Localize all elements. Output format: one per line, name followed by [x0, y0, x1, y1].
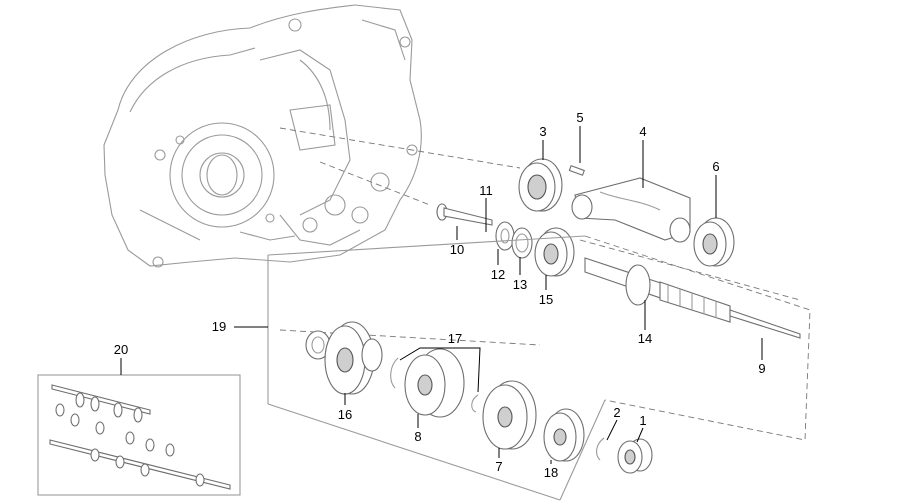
- shaft-14: [584, 257, 801, 339]
- callout-3: 3: [539, 124, 546, 139]
- needle-bearing-1: [617, 438, 653, 474]
- gear-16: [324, 321, 383, 395]
- bolt-10: [436, 203, 493, 226]
- inset-assembly-20: [37, 374, 241, 496]
- callout-12: 12: [491, 267, 505, 282]
- callout-5: 5: [576, 110, 583, 125]
- washer-12: [495, 221, 515, 251]
- box19-top: [267, 235, 586, 256]
- callout-10: 10: [450, 242, 464, 257]
- callout-13: 13: [513, 277, 527, 292]
- pin-5: [568, 165, 585, 176]
- shift-housing-4: [571, 177, 691, 243]
- box19-bottom: [267, 403, 561, 501]
- bearing-6: [693, 217, 735, 267]
- callout-17: 17: [448, 331, 462, 346]
- callout-2: 2: [613, 405, 620, 420]
- callout-6: 6: [712, 159, 719, 174]
- callout-labels: 1 2 3 4 5 6 7 8 9 10 11 12 13 14 15 16 1…: [114, 110, 766, 480]
- callout-9: 9: [758, 361, 765, 376]
- callout-4: 4: [639, 124, 646, 139]
- callout-7: 7: [495, 459, 502, 474]
- circlip-2: [595, 437, 605, 461]
- box19-far-edges: [584, 235, 811, 441]
- bearing-3: [518, 158, 563, 212]
- axis-line-shaft: [579, 239, 801, 301]
- callout-18: 18: [544, 465, 558, 480]
- callout-14: 14: [638, 331, 652, 346]
- bearing-15: [534, 227, 575, 277]
- callout-1: 1: [639, 413, 646, 428]
- circlip-17b: [471, 394, 479, 413]
- callout-19: 19: [212, 319, 226, 334]
- gear-8: [404, 348, 465, 418]
- gear-7: [482, 380, 537, 450]
- callout-8: 8: [414, 429, 421, 444]
- callout-11: 11: [479, 183, 493, 198]
- gear-18: [543, 408, 585, 462]
- leader-lines: [120, 126, 763, 464]
- circlip-17a: [390, 357, 399, 389]
- callout-20: 20: [114, 342, 128, 357]
- crankcase: [103, 4, 422, 268]
- callout-15: 15: [539, 292, 553, 307]
- box19-right: [559, 399, 606, 501]
- needle-cage-13: [511, 227, 533, 259]
- callout-16: 16: [338, 407, 352, 422]
- axis-line-mid: [319, 161, 431, 206]
- axis-line-upper: [279, 127, 521, 169]
